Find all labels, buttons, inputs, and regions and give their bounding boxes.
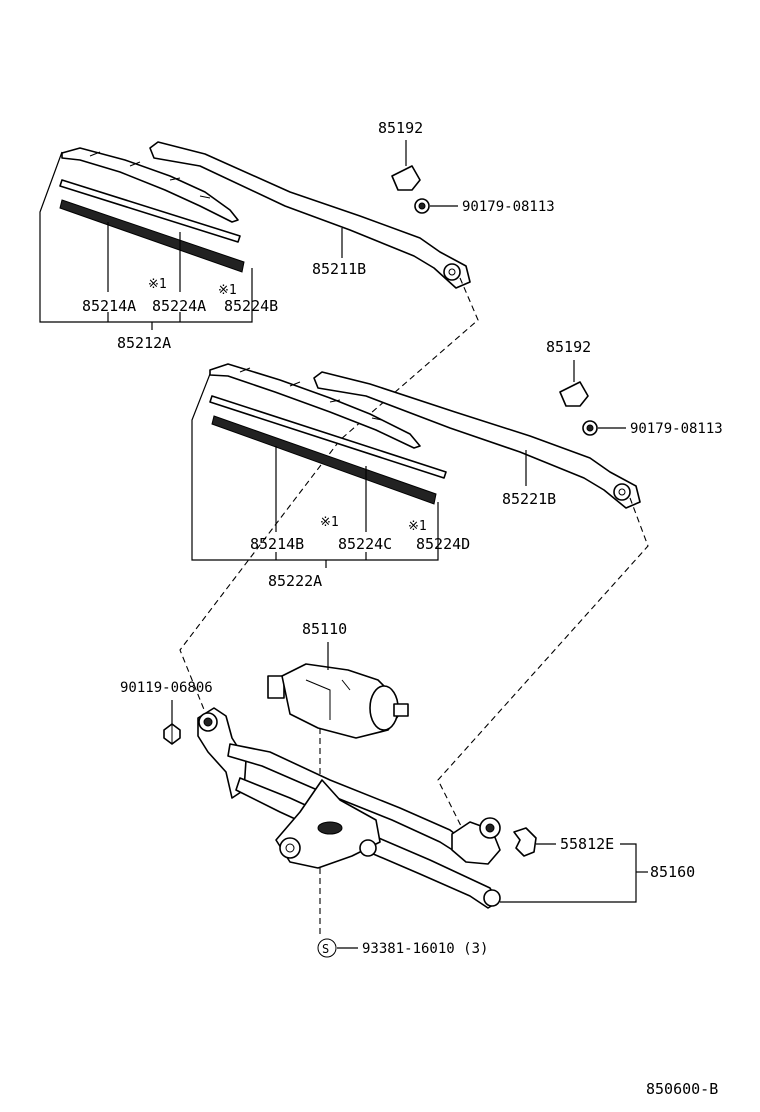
bracket-blade-mid	[191, 373, 439, 568]
label-cap-mid: 85192	[546, 338, 591, 356]
dashed-arm-mid-to-link	[437, 497, 649, 829]
note-mark-1: ※1	[148, 277, 167, 292]
label-rubber-mid-d: 85224D	[416, 535, 470, 553]
label-blade-top: 85214A	[82, 297, 136, 315]
label-arm-top: 85211B	[312, 260, 366, 278]
label-motor: 85110	[302, 620, 347, 638]
cap-mid-icon	[559, 381, 589, 407]
figure-code: 850600-B	[646, 1080, 718, 1098]
note-mark-4: ※1	[408, 519, 427, 534]
clip-icon	[513, 827, 537, 857]
bolt-icon	[163, 723, 181, 745]
label-bolt: 90119-06806	[120, 680, 213, 696]
label-blade-mid: 85214B	[250, 535, 304, 553]
label-blade-assy-mid: 85222A	[268, 572, 322, 590]
wiper-motor-icon	[267, 663, 409, 739]
label-nut-mid: 90179-08113	[630, 421, 723, 437]
blade-assembly-top	[59, 147, 245, 273]
nut-top-icon	[414, 198, 430, 214]
label-link-assembly: 85160	[650, 863, 695, 881]
label-blade-assy-top: 85212A	[117, 334, 171, 352]
label-rubber-top-a: 85224A	[152, 297, 206, 315]
nut-mid-icon	[582, 420, 598, 436]
s-symbol-letter: S	[322, 942, 329, 956]
note-mark-2: ※1	[218, 283, 237, 298]
label-arm-mid: 85221B	[502, 490, 556, 508]
dashed-arm-top-to-link	[179, 277, 479, 713]
wiper-arm-mid	[313, 371, 641, 509]
blade-assembly-mid	[209, 363, 447, 505]
label-rubber-mid-c: 85224C	[338, 535, 392, 553]
bracket-link-assembly	[500, 843, 637, 903]
cap-top-icon	[391, 165, 421, 191]
note-mark-3: ※1	[320, 515, 339, 530]
s-symbol-circle	[317, 938, 337, 958]
label-clip: 55812E	[560, 835, 614, 853]
label-nut-top: 90179-08113	[462, 199, 555, 215]
wiper-link-assembly	[197, 707, 501, 909]
label-rubber-top-b: 85224B	[224, 297, 278, 315]
label-screw: 93381-16010 (3)	[362, 941, 488, 957]
bracket-blade-top	[39, 151, 253, 330]
label-cap-top: 85192	[378, 119, 423, 137]
wiper-arm-top	[149, 141, 471, 289]
